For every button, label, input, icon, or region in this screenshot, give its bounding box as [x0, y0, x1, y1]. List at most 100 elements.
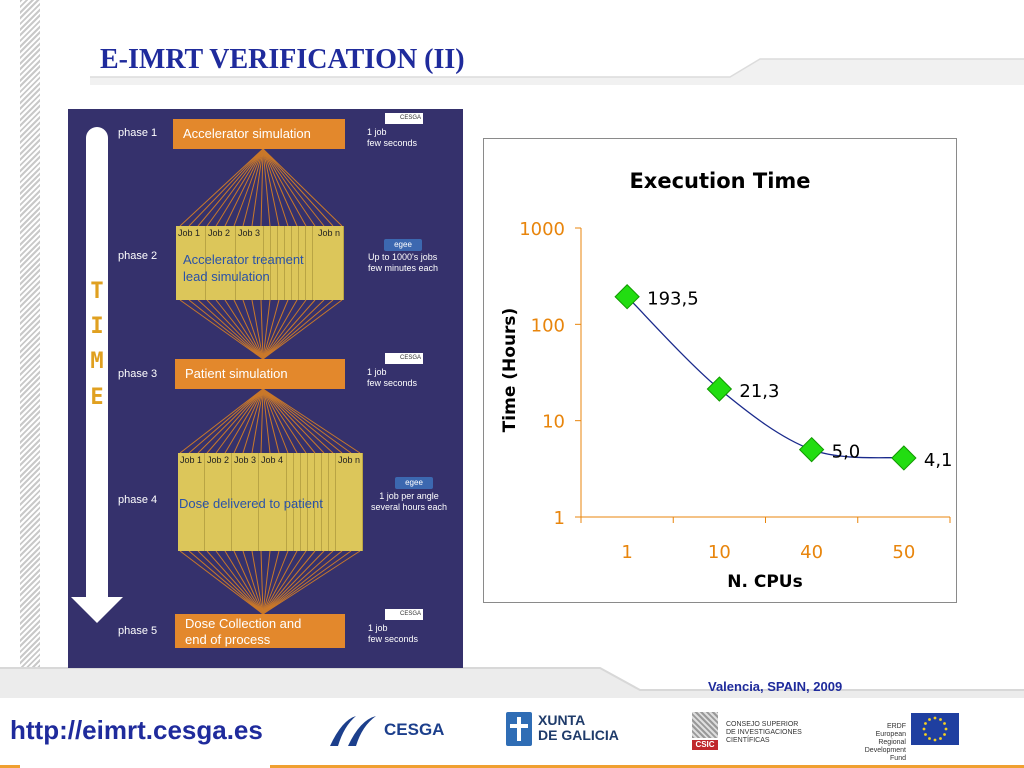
time-letter: I	[90, 314, 104, 339]
phase-4-text: Dose delivered to patient	[179, 496, 323, 511]
connector-line	[233, 388, 264, 454]
eu-flag-icon	[911, 713, 959, 745]
connector-line	[179, 148, 264, 227]
connector-line	[262, 299, 271, 360]
y-tick-label: 1000	[519, 219, 565, 240]
eu-star	[922, 727, 926, 731]
eu-star	[933, 738, 937, 742]
connector-lines	[179, 148, 361, 615]
connector-line	[188, 388, 264, 454]
left-stripe-decoration	[20, 0, 40, 680]
connector-line	[251, 388, 264, 454]
job-box	[301, 453, 308, 551]
connector-line	[262, 299, 298, 360]
y-tick-label: 100	[531, 315, 565, 336]
job-box	[294, 453, 301, 551]
connector-line	[179, 299, 264, 360]
eu-star	[944, 727, 948, 731]
connector-line	[262, 388, 298, 454]
job-box	[278, 226, 285, 300]
connector-line	[224, 148, 264, 227]
time-letter: T	[90, 279, 104, 304]
job-box: Job 3	[236, 226, 264, 300]
data-label: 4,1	[924, 450, 953, 471]
csic-short: CSIC	[692, 740, 718, 750]
job-box	[329, 453, 336, 551]
xunta-cross-icon	[506, 712, 532, 746]
connector-line	[262, 299, 316, 360]
connector-line	[251, 550, 264, 615]
connector-line	[262, 550, 316, 615]
connector-line	[262, 388, 307, 454]
phase-label: phase 5	[118, 625, 158, 637]
connector-line	[262, 299, 343, 360]
connector-line	[197, 388, 264, 454]
connector-line	[233, 550, 264, 615]
eu-star	[928, 718, 931, 721]
series-line	[626, 296, 904, 459]
connector-line	[262, 550, 289, 615]
job-box: Job 2	[205, 453, 232, 551]
phase-label: phase 4	[118, 494, 158, 506]
job-box	[292, 226, 299, 300]
connector-line	[233, 299, 264, 360]
connector-line	[242, 299, 264, 360]
connector-line	[260, 148, 264, 227]
job-box	[315, 453, 322, 551]
connector-line	[262, 148, 343, 227]
eu-star	[924, 733, 927, 736]
phase-label: phase 1	[118, 127, 158, 139]
eu-star	[939, 737, 942, 740]
job-box: Job n	[316, 226, 344, 300]
connector-line	[188, 148, 264, 227]
data-label: 193,5	[647, 289, 699, 310]
cesga-logo: CESGA	[385, 353, 423, 364]
time-arrow	[86, 127, 108, 607]
job-box	[306, 226, 313, 300]
connector-line	[262, 299, 307, 360]
connector-line	[262, 388, 352, 454]
connector-line	[260, 299, 264, 360]
connector-line	[262, 388, 289, 454]
project-url[interactable]: http://eimrt.cesga.es	[10, 715, 263, 745]
connector-line	[179, 550, 264, 615]
connector-line	[179, 388, 264, 454]
job-box: Job 4	[259, 453, 287, 551]
phase-box-patient-simulation: Patient simulation	[175, 359, 345, 389]
connector-line	[251, 299, 264, 360]
job-box: Job 1	[176, 226, 206, 300]
connector-line	[197, 148, 264, 227]
cesga-logo: CESGA	[326, 710, 446, 750]
connector-line	[262, 550, 325, 615]
csic-emblem-icon	[692, 712, 718, 738]
connector-line	[262, 148, 289, 227]
eu-star	[939, 718, 942, 721]
egee-logo: egee	[384, 239, 422, 251]
connector-line	[262, 550, 280, 615]
connector-line	[260, 388, 264, 454]
connector-line	[215, 148, 264, 227]
x-tick-label: 50	[892, 542, 915, 563]
job-box: Job 1	[178, 453, 205, 551]
job-box	[299, 226, 306, 300]
x-tick-label: 1	[621, 542, 632, 563]
eu-star	[933, 716, 937, 720]
connector-line	[262, 148, 271, 227]
connector-line	[262, 388, 280, 454]
phase-label: phase 2	[118, 250, 158, 262]
connector-line	[262, 550, 334, 615]
job-box	[322, 453, 329, 551]
connector-line	[260, 550, 264, 615]
x-tick-label: 10	[708, 542, 731, 563]
connector-line	[215, 299, 264, 360]
connector-line	[262, 148, 298, 227]
job-box	[271, 226, 278, 300]
data-point-marker	[798, 436, 825, 463]
